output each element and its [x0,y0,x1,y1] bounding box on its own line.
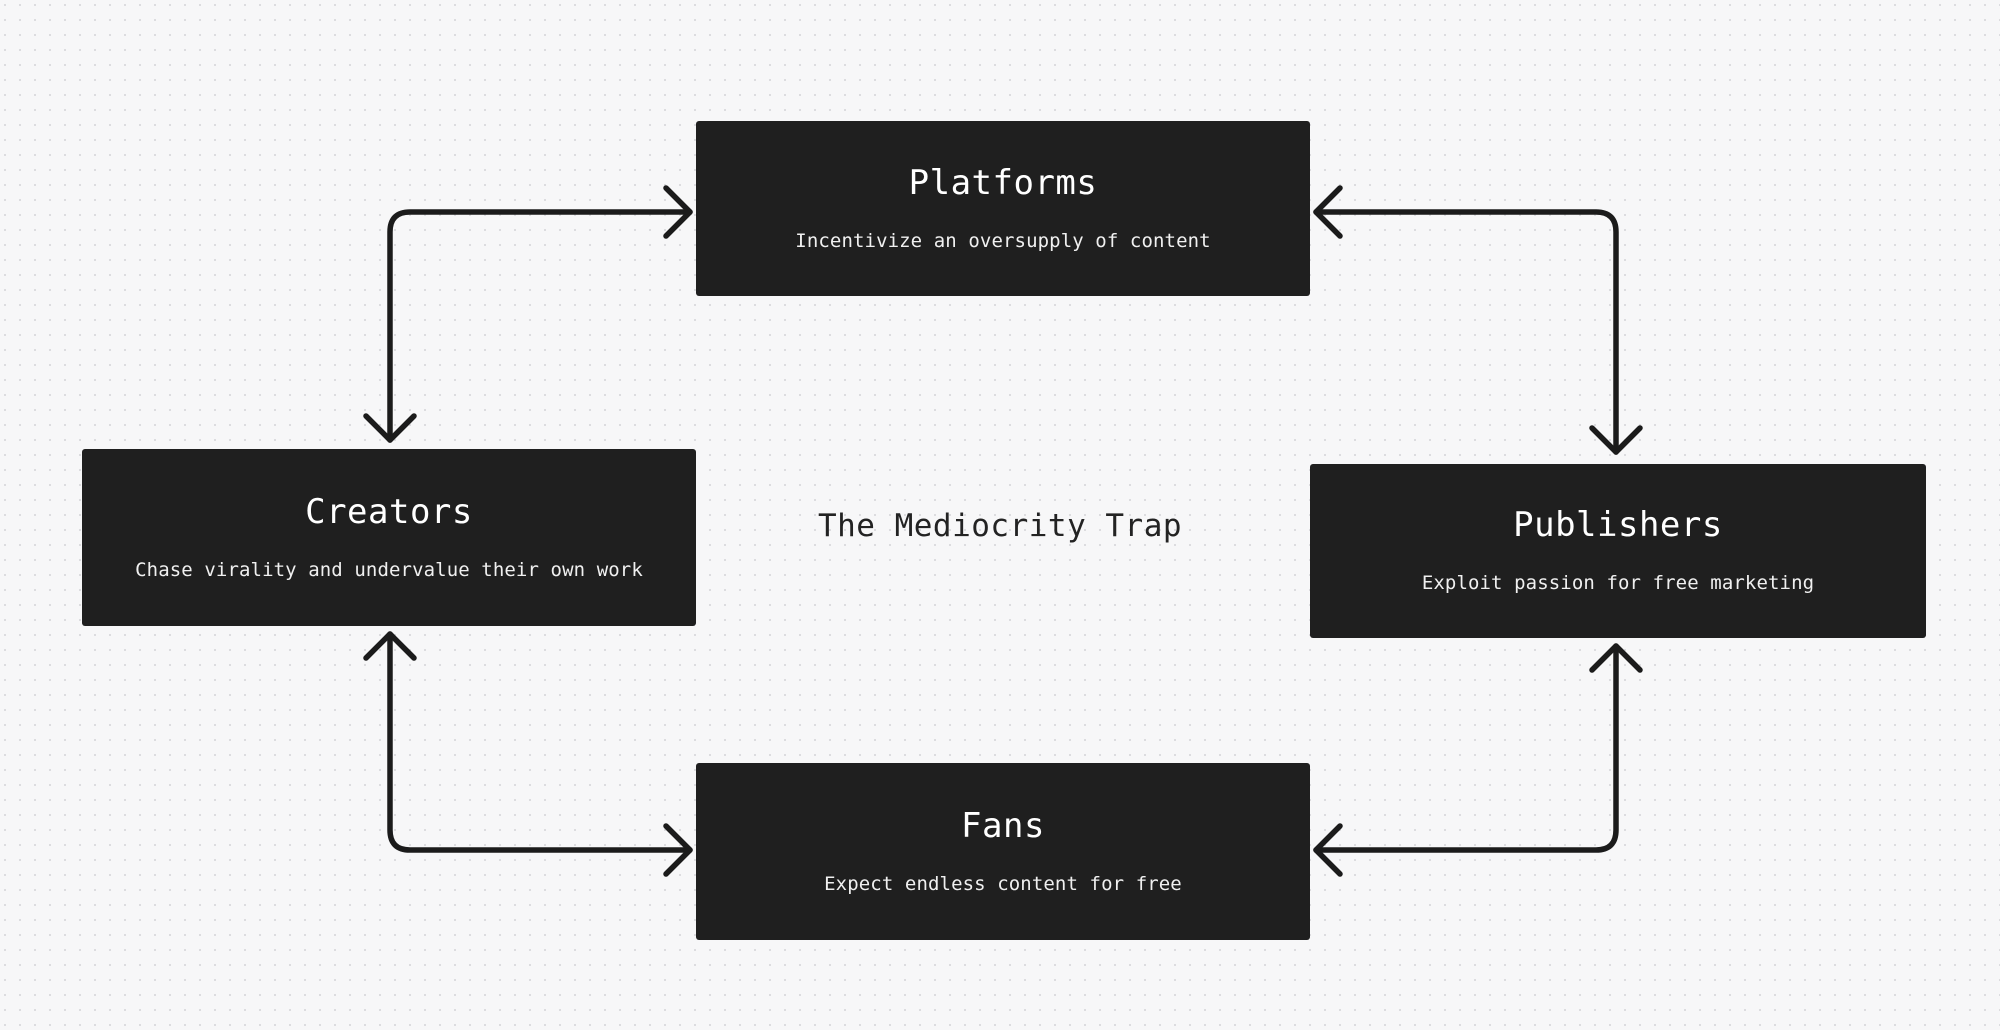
node-creators-description: Chase virality and undervalue their own … [135,558,643,581]
node-publishers-description: Exploit passion for free marketing [1421,572,1815,595]
edge-path-publishers-platforms [1313,209,1619,455]
edge-fans-publishers [1313,643,1643,877]
arrowhead-into-platforms-right [1313,185,1343,239]
node-publishers[interactable]: Publishers Exploit passion for free mark… [1310,464,1926,638]
edge-path-creators-fans [387,631,693,853]
arrowhead-into-fans [663,823,693,877]
edge-path-platforms-creators [387,209,693,443]
node-publishers-title: Publishers [1513,505,1723,546]
edge-creators-fans [363,631,693,877]
arrowhead-into-creators [363,413,417,443]
arrowhead-into-publishers [1589,425,1643,455]
node-creators[interactable]: Creators Chase virality and undervalue t… [82,449,696,626]
arrowhead-into-fans-right [1313,823,1343,877]
arrowhead-into-publishers-bottom [1589,643,1643,673]
center-label: The Mediocrity Trap [817,508,1183,544]
node-fans[interactable]: Fans Expect endless content for free [696,763,1310,940]
node-platforms-description: Incentivize an oversupply of content [795,229,1211,252]
node-platforms[interactable]: Platforms Incentivize an oversupply of c… [696,121,1310,296]
node-fans-description: Expect endless content for free [824,872,1182,895]
node-fans-title: Fans [961,805,1045,846]
arrowhead-into-creators-bottom [363,631,417,661]
node-platforms-title: Platforms [908,162,1098,203]
node-creators-title: Creators [305,491,473,532]
arrowhead-into-platforms [663,185,693,239]
edge-publishers-platforms [1313,185,1643,455]
edge-platforms-creators [363,185,693,443]
edge-path-fans-publishers [1313,643,1619,853]
